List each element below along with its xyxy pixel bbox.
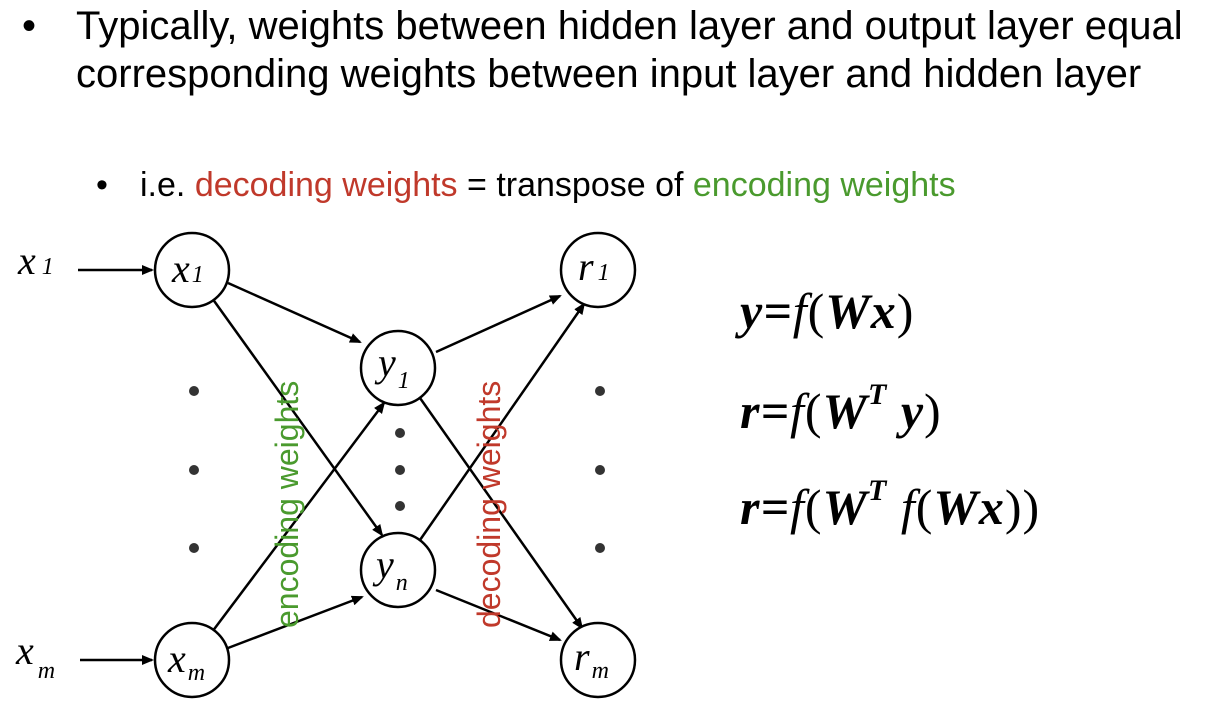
eq1-lhs: y bbox=[740, 283, 764, 339]
eq1-f: f bbox=[792, 283, 808, 339]
eq2-open: ( bbox=[804, 383, 823, 439]
edge-yn-r1 bbox=[418, 302, 586, 541]
node-x1-label: x1 bbox=[171, 246, 204, 291]
node-yn bbox=[359, 531, 437, 609]
sub-bullet-dot: • bbox=[96, 166, 108, 204]
dot-input-3 bbox=[189, 543, 199, 553]
sub-bullet: • i.e. decoding weights = transpose of en… bbox=[96, 164, 956, 206]
node-r1 bbox=[559, 231, 637, 309]
dot-hidden-2 bbox=[395, 465, 405, 475]
eq3-f: f bbox=[789, 479, 805, 535]
node-rm bbox=[559, 621, 637, 699]
equation-1: y=f(Wx) bbox=[740, 282, 914, 340]
eq3-lhs: r bbox=[740, 479, 761, 535]
equation-3: r=f(WT f(Wx)) bbox=[740, 474, 1041, 536]
eq3-open: ( bbox=[804, 479, 823, 535]
bullet-dot: • bbox=[22, 4, 37, 48]
eq1-eq: = bbox=[763, 283, 793, 339]
node-rm-label: rm bbox=[574, 634, 609, 684]
eq1-close: ) bbox=[896, 283, 915, 339]
main-bullet-text: Typically, weights between hidden layer … bbox=[76, 4, 1183, 96]
eq1-body: Wx bbox=[825, 283, 897, 339]
eq3-w: W bbox=[822, 479, 868, 535]
edge-y1-rm bbox=[418, 397, 584, 630]
node-xm-label: xm bbox=[167, 636, 205, 686]
dot-input-1 bbox=[189, 386, 199, 396]
node-xm bbox=[153, 621, 231, 699]
edge-x1-y1 bbox=[227, 281, 362, 344]
eq3-body: Wx bbox=[933, 479, 1005, 535]
eq2-w: W bbox=[822, 383, 868, 439]
sub-bullet-equals: = transpose of bbox=[467, 166, 684, 204]
eq2-close: ) bbox=[924, 383, 942, 439]
eq1-open: ( bbox=[807, 283, 826, 339]
eq3-open2: ( bbox=[915, 479, 934, 535]
eq2-lhs: r bbox=[740, 383, 761, 439]
encoding-weights-label: encoding weights bbox=[269, 381, 305, 628]
dot-output-3 bbox=[595, 543, 605, 553]
edge-xm-y1 bbox=[211, 401, 386, 633]
ellipsis-dots bbox=[189, 386, 605, 553]
decoding-weights-label: decoding weights bbox=[471, 381, 507, 628]
node-yn-label: yn bbox=[372, 542, 408, 596]
eq3-eq: = bbox=[760, 479, 790, 535]
equation-2: r=f(WT y) bbox=[740, 378, 942, 440]
edge-xm-yn bbox=[227, 595, 364, 650]
eq2-eq: = bbox=[760, 383, 790, 439]
node-y1 bbox=[359, 329, 437, 407]
eq3-close: )) bbox=[1004, 479, 1041, 535]
dot-output-1 bbox=[595, 386, 605, 396]
eq2-transpose: T bbox=[868, 378, 888, 412]
edge-yn-rm bbox=[435, 588, 562, 642]
sub-bullet-encoding: encoding weights bbox=[692, 166, 956, 204]
eq2-body: y bbox=[900, 383, 925, 439]
dot-output-2 bbox=[595, 465, 605, 475]
dot-input-2 bbox=[189, 465, 199, 475]
eq3-f2: f bbox=[900, 479, 916, 535]
sub-bullet-prefix: i.e. bbox=[140, 166, 186, 204]
eq2-f: f bbox=[789, 383, 805, 439]
edge-y1-r1 bbox=[435, 294, 562, 354]
sub-bullet-decoding: decoding weights bbox=[194, 166, 458, 204]
node-x1 bbox=[153, 231, 231, 309]
edge-x1-yn bbox=[210, 297, 384, 537]
dot-hidden-1 bbox=[395, 428, 405, 438]
dot-hidden-3 bbox=[395, 501, 405, 511]
eq3-transpose: T bbox=[868, 474, 888, 508]
node-y1-label: y1 bbox=[374, 340, 410, 394]
